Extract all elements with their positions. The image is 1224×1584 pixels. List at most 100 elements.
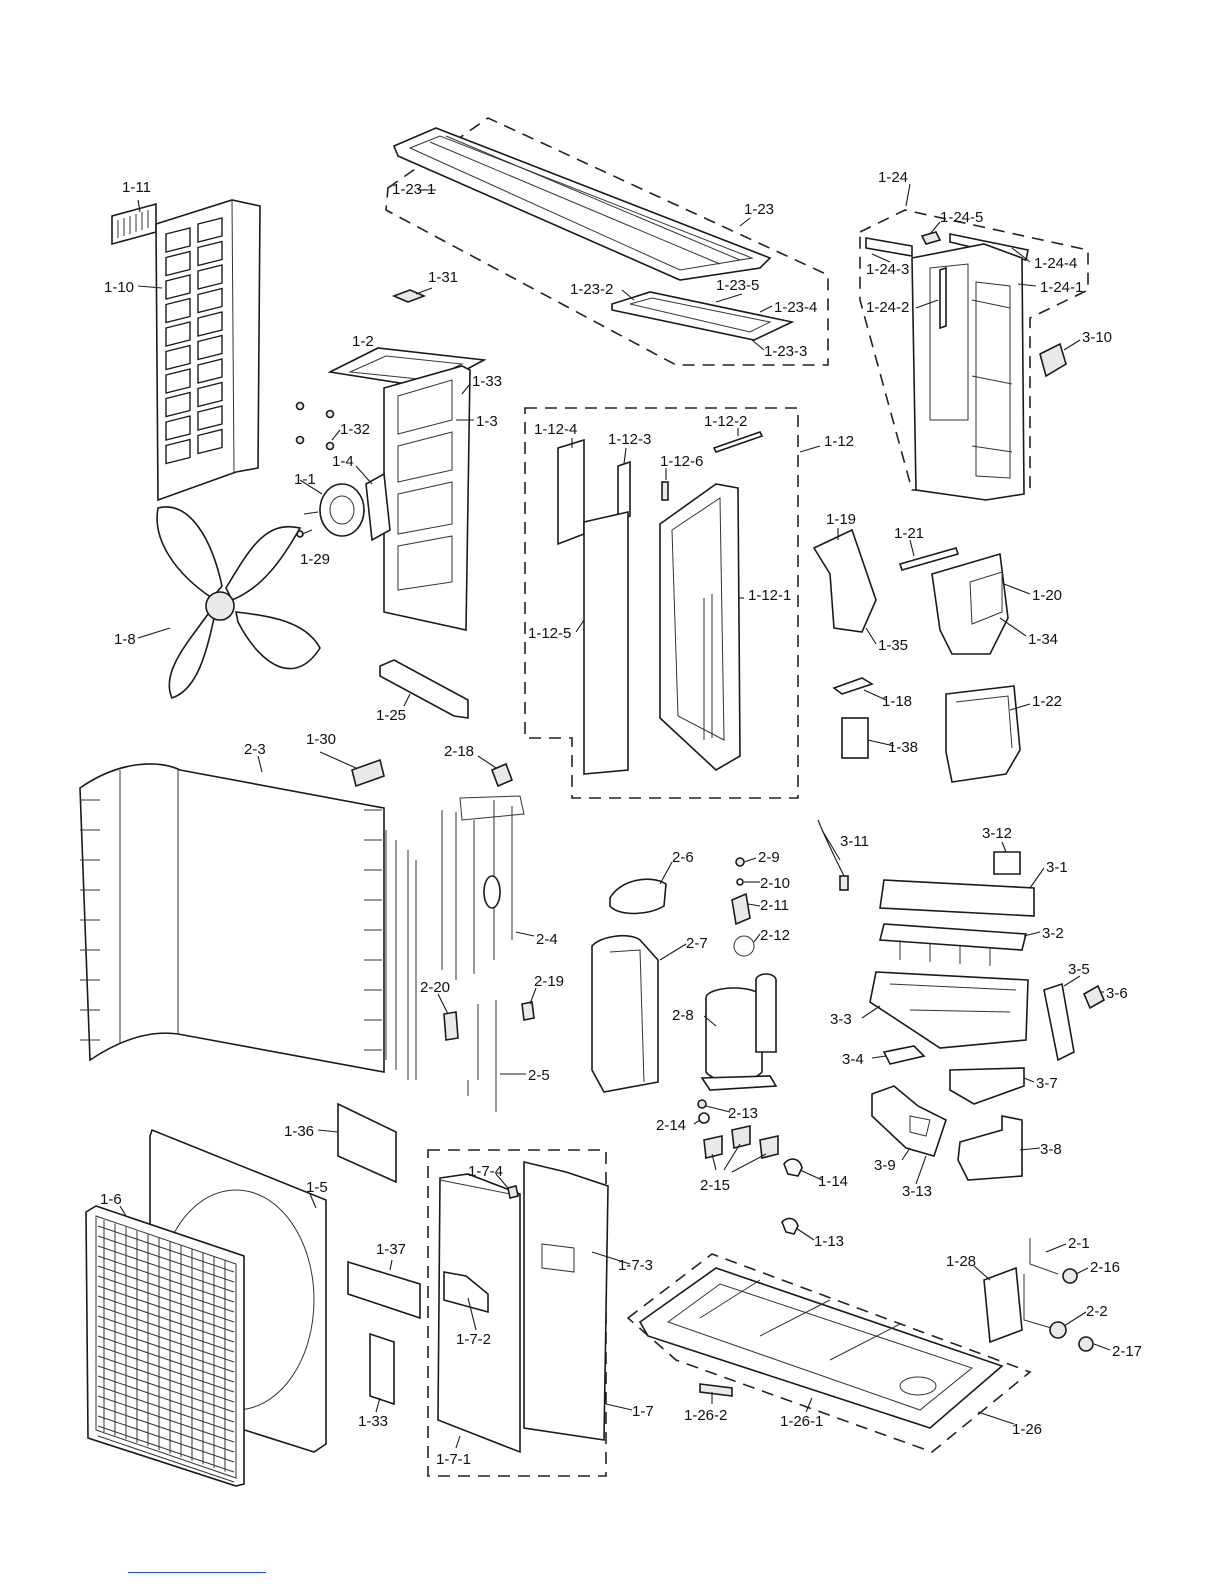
label-1-2: 1-2: [352, 333, 374, 350]
label-3-6: 3-6: [1106, 985, 1128, 1002]
label-1-12: 1-12: [824, 433, 854, 450]
part-1-24-5-plate: [920, 231, 942, 245]
grid-cell: [165, 391, 191, 418]
label-3-11: 3-11: [840, 833, 869, 850]
part-1-6-grille-bars: [97, 1220, 235, 1483]
label-1-37: 1-37: [376, 1241, 406, 1258]
label-3-7: 3-7: [1036, 1075, 1058, 1092]
label-2-4: 2-4: [536, 931, 558, 948]
label-1-11: 1-11: [122, 179, 151, 196]
grille-bar: [97, 1415, 235, 1463]
label-1-5: 1-5: [306, 1179, 328, 1196]
grille-bar: [97, 1305, 235, 1353]
part-2-2-valve: [1049, 1321, 1067, 1339]
part-2-19-switch: [521, 1001, 535, 1021]
label-2-18: 2-18: [444, 743, 474, 760]
part-1-12-3-strip: [617, 460, 631, 522]
label-1-7-2: 1-7-2: [456, 1331, 491, 1348]
label-3-1: 3-1: [1046, 859, 1068, 876]
part-2-9-to-2-12-terminal-parts: [731, 857, 755, 957]
label-1-28: 1-28: [946, 1253, 976, 1270]
grid-cell: [165, 250, 191, 277]
grille-bar: [97, 1265, 235, 1313]
label-1-12-2: 1-12-2: [704, 413, 747, 430]
label-2-2: 2-2: [1086, 1303, 1108, 1320]
part-3-6-block: [1082, 984, 1106, 1010]
part-1-25-bar: [379, 659, 469, 719]
label-1-24: 1-24: [878, 169, 908, 186]
part-2-18-valve-coil: [490, 762, 514, 788]
part-3-3-electrical-box: [869, 971, 1029, 1049]
part-1-12-5-cover: [583, 510, 629, 775]
part-1-10-grid: [165, 217, 223, 465]
grid-cell: [197, 428, 223, 455]
grid-cell: [165, 227, 191, 253]
grid-cell: [197, 217, 223, 243]
label-2-12: 2-12: [760, 927, 790, 944]
group-outline-1-24: [859, 209, 1089, 491]
grid-cell: [165, 368, 191, 394]
part-1-11-vent: [111, 202, 157, 246]
part-3-12-label: [993, 851, 1021, 875]
label-1-12-1: 1-12-1: [748, 587, 791, 604]
label-1-23: 1-23: [744, 201, 774, 218]
part-2-16-nut: [1062, 1268, 1078, 1284]
grille-bar: [97, 1385, 235, 1433]
part-1-12-2-strip: [712, 431, 764, 453]
part-1-18: [832, 677, 874, 695]
label-2-20: 2-20: [420, 979, 450, 996]
label-1-33-bottom: 1-33: [358, 1413, 388, 1430]
part-1-21-bar: [898, 547, 960, 571]
label-1-23-2: 1-23-2: [570, 281, 613, 298]
grille-bar: [97, 1295, 235, 1343]
part-1-7-3-insulation: [523, 1160, 609, 1441]
label-1-34: 1-34: [1028, 631, 1058, 648]
label-1-7-1: 1-7-1: [436, 1451, 471, 1468]
label-1-26-2: 1-26-2: [684, 1407, 727, 1424]
label-1-12-3: 1-12-3: [608, 431, 651, 448]
grille-bar: [97, 1255, 235, 1303]
part-2-3-condenser: [79, 763, 385, 1073]
label-1-7: 1-7: [632, 1403, 654, 1420]
part-3-8-plate: [957, 1115, 1023, 1181]
grille-bar: [97, 1435, 235, 1483]
part-3-9-3-13-terminal-block: [871, 1085, 947, 1157]
group-outline-1-23: [385, 117, 829, 366]
label-1-23-3: 1-23-3: [764, 343, 807, 360]
label-2-5: 2-5: [528, 1067, 550, 1084]
part-1-24-2-strip: [939, 266, 947, 330]
grid-cell: [165, 438, 191, 465]
label-1-23-4: 1-23-4: [774, 299, 817, 316]
grid-cell: [197, 264, 223, 290]
part-labels: 1-11 1-10 1-23-1 1-23 1-23-2 1-23-5 1-23…: [100, 169, 1142, 1468]
label-2-9: 2-9: [758, 849, 780, 866]
label-1-35: 1-35: [878, 637, 908, 654]
part-1-33-label: [369, 1332, 395, 1406]
part-2-17-nut: [1078, 1336, 1094, 1352]
grille-bar: [97, 1275, 235, 1323]
label-1-12-6: 1-12-6: [660, 453, 703, 470]
part-1-24-3-plate: [865, 237, 913, 257]
label-1-26: 1-26: [1012, 1421, 1042, 1438]
part-3-4-plate: [882, 1045, 926, 1065]
label-1-8: 1-8: [114, 631, 136, 648]
label-2-3: 2-3: [244, 741, 266, 758]
part-1-28-valve-plate: [983, 1266, 1023, 1344]
part-1-36-label: [337, 1102, 397, 1184]
label-1-1: 1-1: [294, 471, 316, 488]
part-1-1-fan-motor: [303, 483, 365, 537]
grid-cell: [197, 240, 223, 267]
footer-rule-link[interactable]: [128, 1572, 266, 1573]
label-1-24-1: 1-24-1: [1040, 279, 1083, 296]
part-1-7-4: [507, 1185, 519, 1199]
part-1-12-1-electrical-box-frame: [659, 483, 741, 771]
part-3-11-sensor: [839, 875, 849, 891]
part-1-13-clip: [781, 1217, 799, 1235]
label-1-23-1: 1-23-1: [392, 181, 435, 198]
label-1-13: 1-13: [814, 1233, 844, 1250]
part-3-7-plate: [949, 1067, 1025, 1105]
part-2-13-2-14-2-15-mounts: [697, 1099, 779, 1159]
part-1-7-1-side-cover: [437, 1173, 521, 1454]
part-1-8-fan-blade: [156, 506, 321, 699]
label-1-7-4: 1-7-4: [468, 1163, 503, 1180]
